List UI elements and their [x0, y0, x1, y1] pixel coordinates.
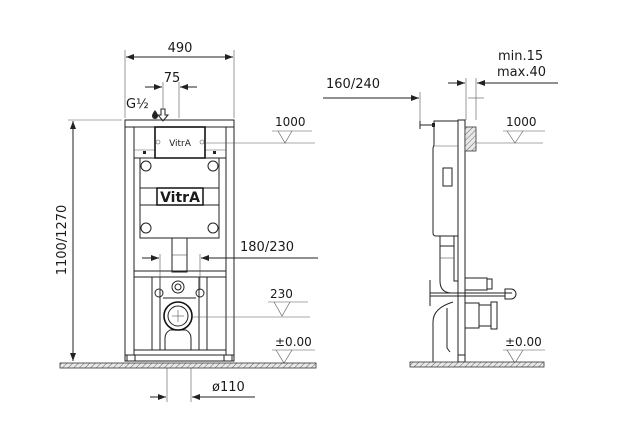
- bolt-spacing-dimension: 180/230: [142, 240, 318, 290]
- support-leg: [432, 301, 454, 362]
- flush-level-marker: 1000: [205, 115, 315, 144]
- wall-max-label: max.40: [497, 65, 546, 80]
- height-dim-label: 1100/1270: [55, 205, 70, 276]
- floor: [59, 362, 317, 369]
- side-outlet: [464, 301, 498, 330]
- bolt-spacing-label: 180/230: [240, 240, 294, 255]
- wall-panel: [464, 126, 477, 152]
- side-flush-level-label: 1000: [506, 115, 537, 129]
- outlet-diameter-label: ø110: [212, 380, 245, 395]
- wall-min-label: min.15: [498, 49, 543, 64]
- outlet-connector: [163, 301, 193, 331]
- depth-dim-label: 160/240: [326, 77, 380, 92]
- inlet-offset-label: 75: [164, 71, 181, 86]
- width-dim-label: 490: [168, 41, 193, 56]
- floor-level-label: ±0.00: [275, 335, 312, 349]
- cistern-tank: VitrA: [139, 157, 220, 239]
- side-tank: [432, 120, 459, 237]
- frame: [124, 119, 235, 362]
- side-floor: [409, 361, 545, 368]
- side-flush-level-marker: 1000: [476, 115, 545, 144]
- depth-dimension: 160/240: [323, 77, 421, 122]
- outlet-level-marker: 230: [192, 287, 310, 318]
- flush-plate: VitrA: [154, 126, 206, 159]
- crossbar: [133, 270, 227, 278]
- width-dimension: 490: [124, 41, 235, 118]
- side-floor-level-marker: ±0.00: [503, 335, 545, 364]
- inlet-thread-label: G½: [126, 97, 149, 112]
- side-flush-pipe: [439, 235, 458, 294]
- inlet-arrow-icon: [156, 108, 170, 122]
- side-frame: [457, 119, 466, 363]
- inlet-valve: [419, 121, 435, 129]
- outlet-level-label: 230: [270, 287, 293, 301]
- side-floor-level-label: ±0.00: [505, 335, 542, 349]
- inlet-offset-dimension: 75: [145, 71, 197, 118]
- side-bracket: [429, 277, 517, 306]
- floor-level-marker: ±0.00: [272, 335, 315, 364]
- front-view: 490 75 G½ 1100/1270: [55, 41, 318, 402]
- outlet-diameter-dimension: ø110: [150, 368, 255, 402]
- wall-thickness-dimension: min.15 max.40: [448, 49, 558, 120]
- tank-brand-logo: VitrA: [160, 190, 200, 206]
- flush-level-label: 1000: [275, 115, 306, 129]
- flush-plate-brand: VitrA: [169, 139, 192, 149]
- side-view: 160/240 min.15 max.40: [323, 49, 558, 368]
- height-dimension: 1100/1270: [55, 119, 122, 361]
- water-drop-icon: [152, 110, 158, 119]
- lower-struts: [134, 277, 226, 351]
